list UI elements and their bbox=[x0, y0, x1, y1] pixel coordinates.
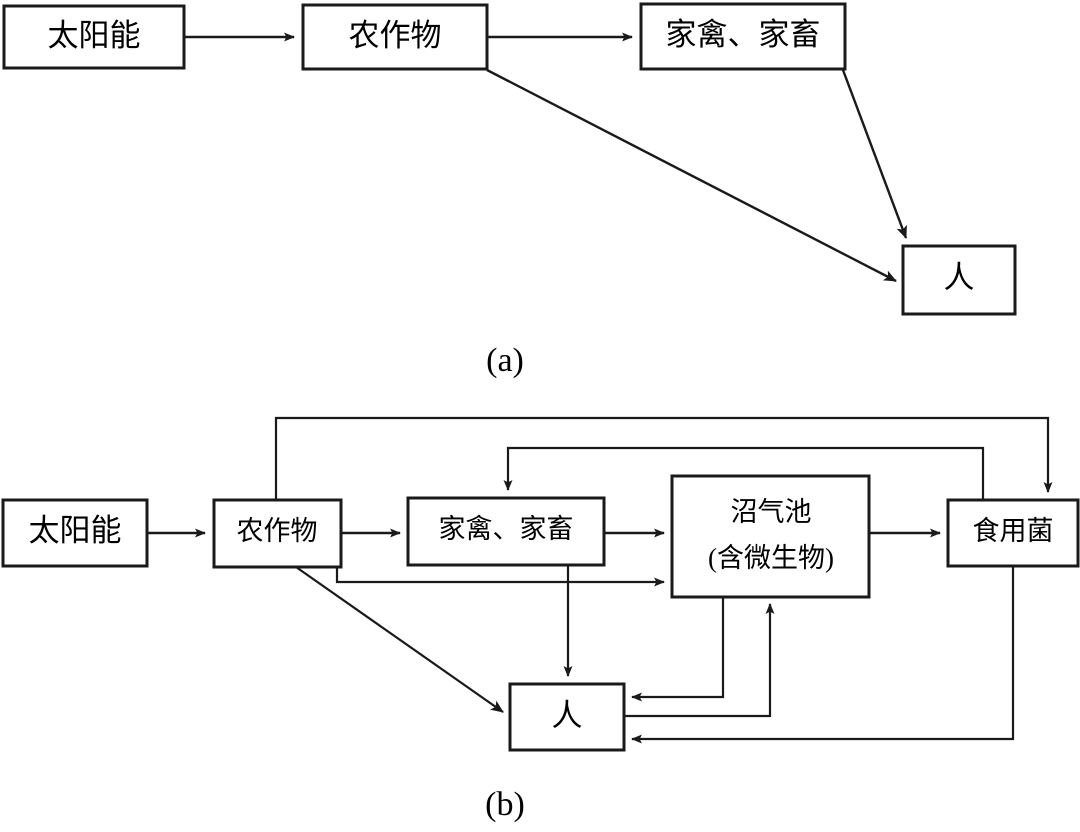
edge-b-mushroom-to-livestock bbox=[503, 446, 985, 500]
edge-b-crops-to-biogas bbox=[335, 567, 665, 587]
caption-a: (a) bbox=[486, 342, 524, 379]
edge-b-mushroom-to-human bbox=[631, 567, 1015, 744]
node-a-human: 人 bbox=[901, 244, 1017, 316]
node-a-solar: 太阳能 bbox=[2, 4, 186, 70]
node-b-biogas-label-line1: 沼气池 bbox=[731, 497, 812, 527]
caption-b: (b) bbox=[485, 786, 525, 823]
node-b-crops-label: 农作物 bbox=[237, 516, 318, 546]
node-b-biogas-label-line2: (含微生物) bbox=[708, 543, 834, 573]
node-b-mushroom-box bbox=[946, 498, 1080, 568]
node-a-crops-box bbox=[301, 3, 489, 71]
edge-b-biogas-to-human bbox=[631, 597, 725, 702]
node-b-biogas: 沼气池 (含微生物) bbox=[670, 474, 871, 599]
node-b-solar: 太阳能 bbox=[1, 498, 149, 568]
edge-a-crops-to-human bbox=[486, 68, 897, 283]
node-a-human-box bbox=[901, 244, 1017, 316]
node-b-solar-label: 太阳能 bbox=[29, 513, 122, 548]
edge-b-crops-to-human bbox=[295, 566, 504, 713]
node-a-solar-box bbox=[2, 4, 186, 70]
panel-a: 太阳能 农作物 家禽、家畜 人 (a) bbox=[2, 2, 1017, 379]
node-b-mushroom: 食用菌 bbox=[946, 498, 1080, 568]
node-a-livestock-box bbox=[639, 2, 847, 71]
node-b-crops: 农作物 bbox=[212, 498, 343, 569]
node-b-biogas-box bbox=[670, 474, 871, 599]
node-a-crops-label: 农作物 bbox=[349, 18, 442, 53]
node-b-human-box bbox=[508, 682, 626, 752]
edge-b-human-to-biogas bbox=[625, 603, 775, 718]
panel-b: 太阳能 农作物 家禽、家畜 沼气池 (含微生物) 食用菌 人 bbox=[1, 416, 1080, 823]
node-a-solar-label: 太阳能 bbox=[48, 18, 141, 53]
node-b-human: 人 bbox=[508, 682, 626, 752]
node-b-solar-box bbox=[1, 498, 149, 568]
node-b-livestock: 家禽、家畜 bbox=[406, 496, 606, 567]
edge-a-livestock-to-human bbox=[841, 69, 908, 239]
node-b-human-label: 人 bbox=[552, 698, 583, 733]
node-a-human-label: 人 bbox=[944, 260, 975, 295]
node-b-crops-box bbox=[212, 498, 343, 569]
node-a-crops: 农作物 bbox=[301, 3, 489, 71]
edge-b-crops-to-mushroom bbox=[274, 416, 1053, 500]
node-a-livestock-label: 家禽、家畜 bbox=[666, 17, 821, 52]
node-b-livestock-box bbox=[406, 496, 606, 567]
node-a-livestock: 家禽、家畜 bbox=[639, 2, 847, 71]
node-b-mushroom-label: 食用菌 bbox=[973, 516, 1054, 546]
node-b-livestock-label: 家禽、家畜 bbox=[439, 514, 574, 544]
